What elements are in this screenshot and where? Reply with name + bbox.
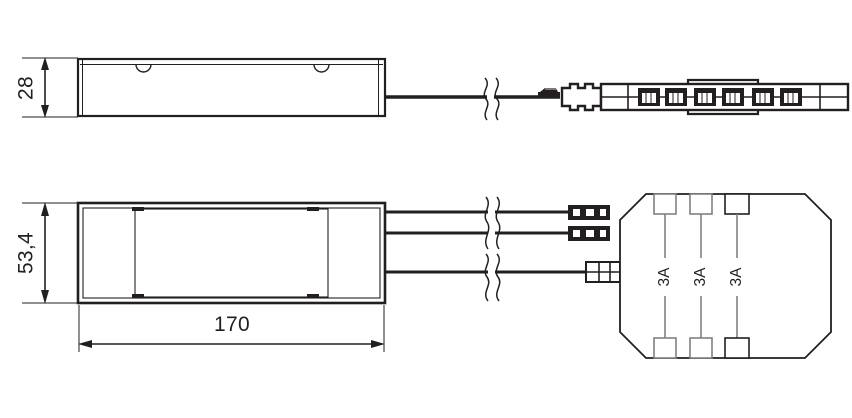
label-plate-tab-bottom-left — [132, 294, 144, 298]
dimension-label-height-front: 28 — [15, 76, 38, 100]
led-package-group — [638, 88, 802, 106]
lug-window-b — [586, 209, 594, 216]
lug-window-a — [573, 230, 580, 237]
lug-window-b — [586, 230, 594, 237]
cable-break-squiggle-a — [483, 77, 489, 121]
enclosure-side-body — [76, 57, 387, 118]
led-package — [722, 88, 744, 106]
led-package — [638, 88, 660, 106]
fuse-rating-label-1: 3A — [656, 267, 673, 287]
fuse-rating-label-2: 3A — [692, 267, 709, 287]
cable-crimp-detail — [538, 88, 560, 96]
dimension-label-height-plan: 53,4 — [15, 232, 38, 274]
fuse-terminal-top-1 — [653, 193, 677, 215]
enclosure-label-plate — [134, 208, 329, 298]
arrowhead-right-170 — [371, 340, 385, 348]
fuse-channel-1: 3A — [652, 193, 678, 359]
led-lens — [669, 93, 683, 103]
crimp-body — [538, 92, 560, 96]
mounting-notch-arc-left — [135, 64, 152, 73]
lug-window-a — [573, 209, 580, 216]
plan-view-group: 53,4 170 — [15, 201, 387, 352]
cable-break-squiggle-lower-b — [495, 253, 501, 302]
label-plate-tab-bottom-right — [307, 294, 319, 298]
cable-terminal-lug-1 — [568, 205, 610, 220]
mounting-notch-arc-right — [313, 64, 330, 73]
arrowhead-up-28 — [41, 57, 49, 70]
led-lens — [698, 93, 712, 103]
led-lens — [726, 93, 740, 103]
fuse-terminal-top-3 — [724, 193, 750, 215]
fuse-terminal-bottom-1 — [653, 337, 677, 359]
cable-break-squiggle-upper-b — [495, 196, 501, 250]
led-package — [780, 88, 802, 106]
junction-box-input-connector — [585, 261, 621, 283]
arrowhead-down-28 — [41, 105, 49, 118]
led-package — [694, 88, 716, 106]
fuse-label-backdrop-1 — [652, 258, 678, 296]
led-lens — [756, 93, 770, 103]
dimension-label-length-plan: 170 — [214, 313, 250, 336]
cable-terminal-lug-2 — [568, 226, 610, 241]
lug-window-c — [600, 230, 606, 237]
fuse-terminal-bottom-3 — [724, 337, 750, 359]
cable-break-squiggle-lower-a — [484, 253, 490, 302]
led-lens — [642, 93, 656, 103]
fuse-channel-2: 3A — [688, 193, 714, 359]
arrowhead-down-534 — [41, 290, 49, 304]
led-package — [752, 88, 774, 106]
cable-break-squiggle-upper-a — [484, 196, 490, 250]
label-plate-tab-top-left — [132, 207, 144, 211]
fuse-terminal-bottom-2 — [689, 337, 713, 359]
led-package — [665, 88, 687, 106]
fuse-rating-label-3: 3A — [728, 267, 745, 287]
cable-break-squiggle-b — [494, 77, 500, 121]
lug-window-c — [600, 209, 606, 216]
led-module-bracket-bottom — [686, 110, 760, 116]
junction-box-group: 3A 3A 3A — [619, 193, 832, 359]
fuse-label-backdrop-3 — [723, 258, 751, 296]
fuse-label-backdrop-2 — [688, 258, 714, 296]
arrowhead-left-170 — [78, 340, 92, 348]
fuse-terminal-top-2 — [689, 193, 713, 215]
led-module-bracket-top — [686, 78, 760, 84]
fuse-channel-3: 3A — [723, 193, 751, 359]
led-lens — [784, 93, 798, 103]
label-plate-tab-top-right — [307, 207, 319, 211]
output-cables-group — [385, 196, 621, 302]
led-strip-plug-connector — [560, 82, 603, 112]
arrowhead-up-534 — [41, 202, 49, 216]
led-strip-cable-group — [385, 77, 850, 121]
front-elevation-group: 28 — [15, 57, 387, 118]
